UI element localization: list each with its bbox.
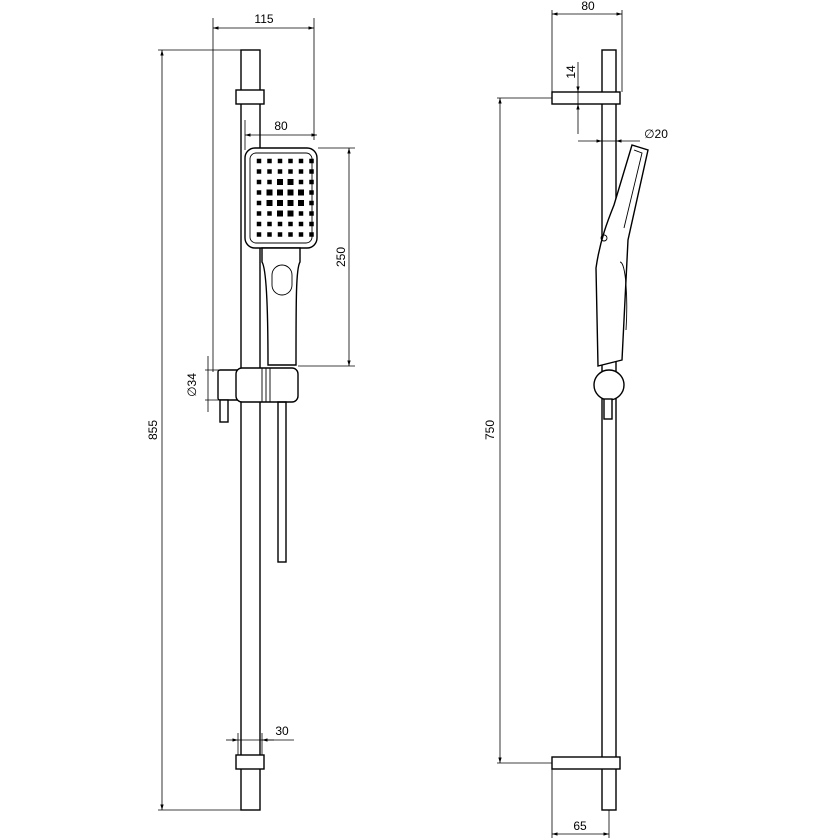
spray-nozzle bbox=[298, 158, 304, 164]
spray-mode-button bbox=[271, 264, 293, 296]
top-wall-bracket bbox=[235, 89, 265, 105]
spray-nozzle bbox=[298, 232, 304, 237]
slide-rail bbox=[240, 49, 261, 811]
hose bbox=[277, 401, 287, 563]
rail-diameter-label: ∅20 bbox=[644, 127, 668, 141]
overall-height-label: 855 bbox=[146, 420, 160, 440]
spray-nozzle bbox=[287, 189, 294, 196]
spray-nozzle bbox=[298, 211, 304, 216]
front-view: 115 80 250 ∅34 855 30 bbox=[146, 12, 355, 811]
spray-nozzle bbox=[277, 232, 283, 237]
spray-nozzle bbox=[288, 221, 293, 227]
bracket-diameter-label: ∅34 bbox=[185, 373, 199, 397]
head-width-label: 80 bbox=[274, 119, 288, 133]
shower-head-rim bbox=[249, 152, 313, 244]
spray-nozzle bbox=[256, 179, 262, 185]
side-holder-knob bbox=[603, 398, 613, 420]
spray-nozzle bbox=[256, 211, 262, 216]
spray-nozzle bbox=[256, 158, 262, 164]
spray-nozzle bbox=[256, 190, 262, 195]
bracket-spacing-label: 750 bbox=[483, 420, 497, 440]
spray-nozzle bbox=[309, 179, 314, 185]
spray-nozzle bbox=[267, 232, 272, 237]
spray-nozzle bbox=[298, 189, 304, 196]
spray-nozzle bbox=[266, 200, 273, 206]
side-shower-body bbox=[595, 144, 649, 367]
spray-nozzle bbox=[309, 221, 314, 227]
slider-bracket bbox=[217, 367, 299, 423]
spray-nozzle bbox=[288, 169, 293, 174]
spray-nozzle bbox=[287, 200, 294, 206]
spray-nozzle bbox=[266, 189, 273, 196]
side-bottom-bracket bbox=[551, 756, 621, 770]
spray-nozzle bbox=[267, 179, 272, 185]
spray-nozzle bbox=[309, 232, 314, 237]
spray-nozzle-grid bbox=[256, 158, 314, 237]
spray-nozzle bbox=[277, 158, 283, 164]
spray-nozzle bbox=[267, 221, 272, 227]
spray-nozzle bbox=[298, 169, 304, 174]
spray-nozzle bbox=[277, 221, 283, 227]
spray-nozzle bbox=[267, 169, 272, 174]
spray-nozzle bbox=[256, 221, 262, 227]
side-slide-rail bbox=[601, 49, 617, 811]
spray-nozzle bbox=[277, 169, 283, 174]
spray-nozzle bbox=[277, 179, 283, 185]
rail-width-label: 30 bbox=[275, 724, 289, 738]
spray-nozzle bbox=[256, 169, 262, 174]
spray-nozzle bbox=[267, 211, 272, 216]
slider-knob bbox=[219, 399, 229, 423]
slider-body bbox=[235, 367, 299, 403]
spray-nozzle bbox=[287, 179, 294, 185]
spray-nozzle bbox=[277, 200, 283, 206]
spray-nozzle bbox=[277, 189, 283, 196]
side-holder-ball bbox=[593, 369, 625, 401]
spray-nozzle bbox=[298, 200, 304, 206]
side-hand-shower bbox=[595, 144, 649, 367]
hand-shower bbox=[244, 147, 318, 366]
overall-width-label: 115 bbox=[254, 12, 273, 26]
spray-nozzle bbox=[256, 200, 262, 206]
bracket-thickness-label: 14 bbox=[564, 65, 578, 79]
spray-nozzle bbox=[298, 179, 304, 185]
side-depth-label: 80 bbox=[581, 0, 595, 13]
spray-nozzle bbox=[298, 221, 304, 227]
spray-nozzle bbox=[267, 158, 272, 164]
spray-nozzle bbox=[309, 169, 314, 174]
side-top-bracket bbox=[551, 91, 621, 105]
wall-offset-label: 65 bbox=[573, 819, 587, 833]
spray-nozzle bbox=[309, 200, 314, 206]
spray-nozzle bbox=[309, 211, 314, 216]
spray-nozzle bbox=[288, 158, 293, 164]
spray-nozzle bbox=[309, 158, 314, 164]
spray-nozzle bbox=[309, 190, 314, 195]
bottom-wall-bracket bbox=[235, 754, 265, 770]
spray-nozzle bbox=[256, 232, 262, 237]
side-view: 80 14 ∅20 750 65 bbox=[483, 0, 668, 838]
spray-nozzle bbox=[277, 210, 283, 217]
spray-nozzle bbox=[288, 232, 293, 237]
shower-handle bbox=[261, 247, 301, 366]
spray-nozzle bbox=[287, 210, 294, 217]
head-length-label: 250 bbox=[334, 247, 348, 267]
